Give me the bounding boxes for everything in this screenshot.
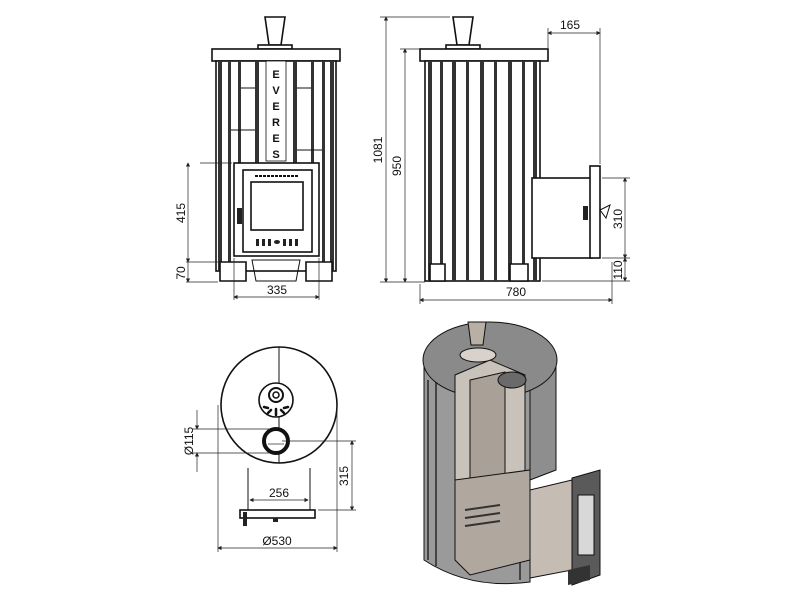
dimension-lines-front <box>185 162 320 300</box>
front-view: E V E R E S 415 70 335 <box>174 16 341 300</box>
dimension-lines-top <box>192 405 356 552</box>
door-glass <box>577 494 595 556</box>
svg-text:S: S <box>272 149 279 161</box>
grate-bars <box>464 504 501 527</box>
chimney <box>452 16 474 46</box>
heater-grate <box>459 347 497 363</box>
air-vents <box>256 239 298 246</box>
dim-firebox-height: 310 <box>611 209 625 229</box>
svg-text:E: E <box>272 101 279 113</box>
dim-body-height: 950 <box>390 156 404 176</box>
firebox-tunnel <box>531 177 593 259</box>
dim-body-diameter: Ø530 <box>262 534 292 548</box>
chimney <box>264 16 286 46</box>
door-flange <box>589 165 601 259</box>
top-stone-slab <box>211 48 341 62</box>
dim-door-height: 415 <box>174 203 188 223</box>
svg-text:E: E <box>272 133 279 145</box>
brand-logo: E V E R E S <box>272 69 280 161</box>
svg-text:R: R <box>272 117 280 129</box>
svg-text:E: E <box>272 69 279 81</box>
dim-total-height: 1081 <box>371 136 385 163</box>
stone-cladding-columns <box>428 61 537 281</box>
cutaway-3d-view <box>422 321 601 586</box>
chimney <box>467 321 487 346</box>
svg-text:V: V <box>272 85 280 97</box>
dim-chimney-offset: 315 <box>337 466 351 486</box>
dimension-lines-side <box>380 16 630 304</box>
dim-firebox-base: 110 <box>611 260 625 279</box>
top-stone-slab <box>419 48 549 62</box>
grate-slots <box>262 405 290 417</box>
dim-door-width: 335 <box>267 283 287 297</box>
top-view: Ø115 256 315 Ø530 <box>182 346 356 552</box>
firebox-tunnel <box>529 479 573 579</box>
dim-chimney-diameter: Ø115 <box>182 426 196 455</box>
side-view: 1081 950 165 310 110 780 <box>371 16 630 304</box>
stone-cladding-columns <box>218 61 334 271</box>
door-handle <box>237 208 242 224</box>
dim-total-depth: 780 <box>506 285 526 299</box>
dim-firebox-offset: 165 <box>560 18 580 32</box>
door-glass <box>250 181 304 231</box>
dim-base-height: 70 <box>174 266 188 280</box>
firebox-flange <box>239 509 316 519</box>
dim-firebox-width: 256 <box>269 486 289 500</box>
